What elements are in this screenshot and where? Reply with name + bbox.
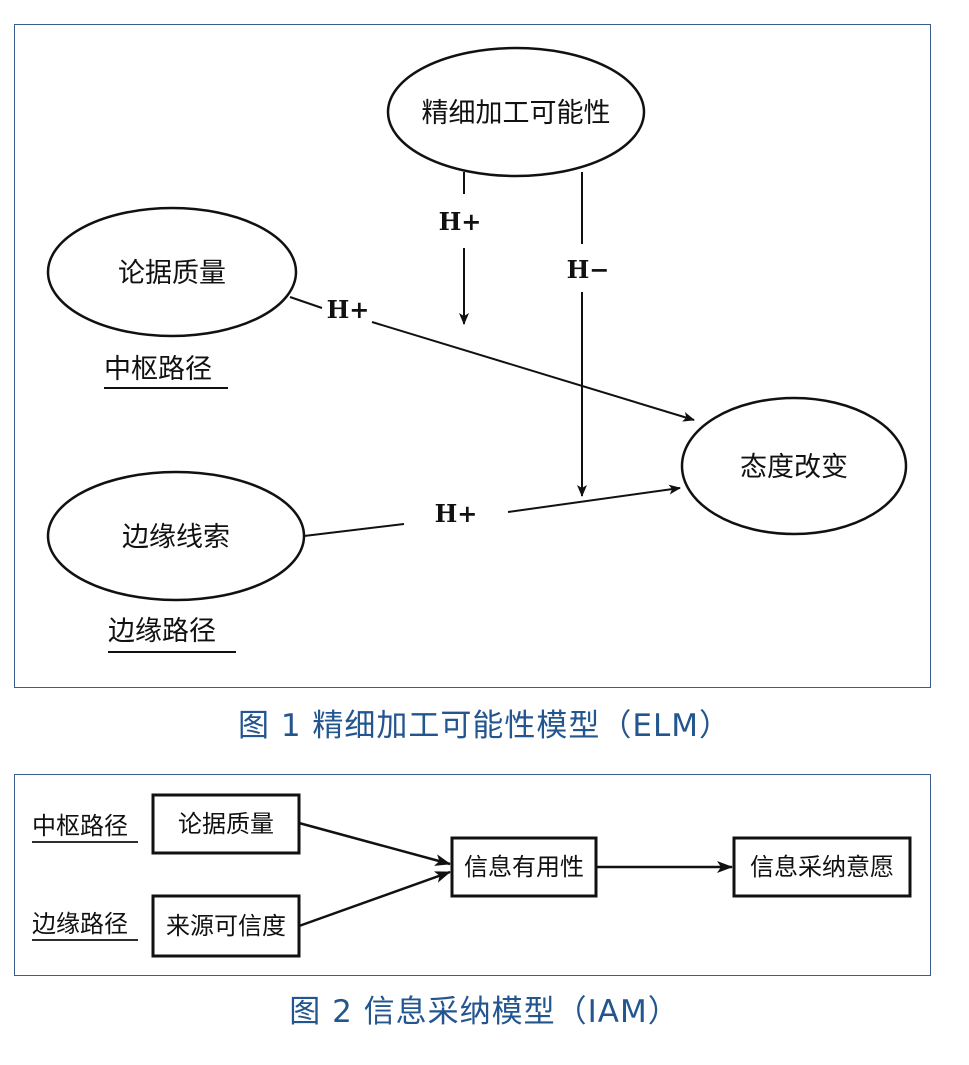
central-route-label: 中枢路径 <box>104 354 212 385</box>
edge-elab-moderate-label: H− <box>567 255 610 284</box>
node-peripheral-cues: 边缘线索 <box>46 470 306 602</box>
node-attitude-change: 态度改变 <box>680 396 908 536</box>
box-source-credibility-label: 来源可信度 <box>166 912 286 940</box>
fig2-peripheral-route-label: 边缘路径 <box>32 910 128 938</box>
box-adoption-label: 信息采纳意愿 <box>750 853 894 881</box>
edge-elab-moderate: H− <box>567 172 610 497</box>
box-usefulness: 信息有用性 <box>450 836 598 898</box>
edge-credibility-to-usefulness <box>298 870 451 928</box>
node-argument-quality: 论据质量 <box>46 206 298 338</box>
figure2-frame <box>14 774 931 976</box>
node-attitude-change-label: 态度改变 <box>740 452 848 483</box>
box-usefulness-label: 信息有用性 <box>464 853 584 881</box>
box-adoption: 信息采纳意愿 <box>732 836 912 898</box>
box-argument-quality: 论据质量 <box>151 793 301 855</box>
box-source-credibility: 来源可信度 <box>151 894 301 958</box>
edge-argument-to-usefulness <box>298 821 451 866</box>
figure1-caption: 图 1 精细加工可能性模型（ELM） <box>237 708 732 744</box>
figure1-frame <box>14 24 931 688</box>
figure2-caption: 图 2 信息采纳模型（IAM） <box>289 994 680 1030</box>
edge-elab-down: H+ <box>439 172 482 325</box>
box-argument-quality-label: 论据质量 <box>178 810 274 838</box>
node-argument-quality-label: 论据质量 <box>118 258 226 289</box>
node-elaboration-label: 精细加工可能性 <box>422 98 611 129</box>
edge-argument-label: H+ <box>327 295 370 324</box>
node-elaboration: 精细加工可能性 <box>386 46 646 178</box>
fig2-central-route-label: 中枢路径 <box>32 812 128 840</box>
edge-argument-to-attitude: H+ <box>289 295 695 422</box>
node-peripheral-cues-label: 边缘线索 <box>122 522 230 553</box>
edge-elab-down-label: H+ <box>439 207 482 236</box>
peripheral-route-label: 边缘路径 <box>108 616 216 647</box>
edge-cues-to-attitude: H+ <box>303 484 681 537</box>
edge-cues-label: H+ <box>435 499 478 528</box>
